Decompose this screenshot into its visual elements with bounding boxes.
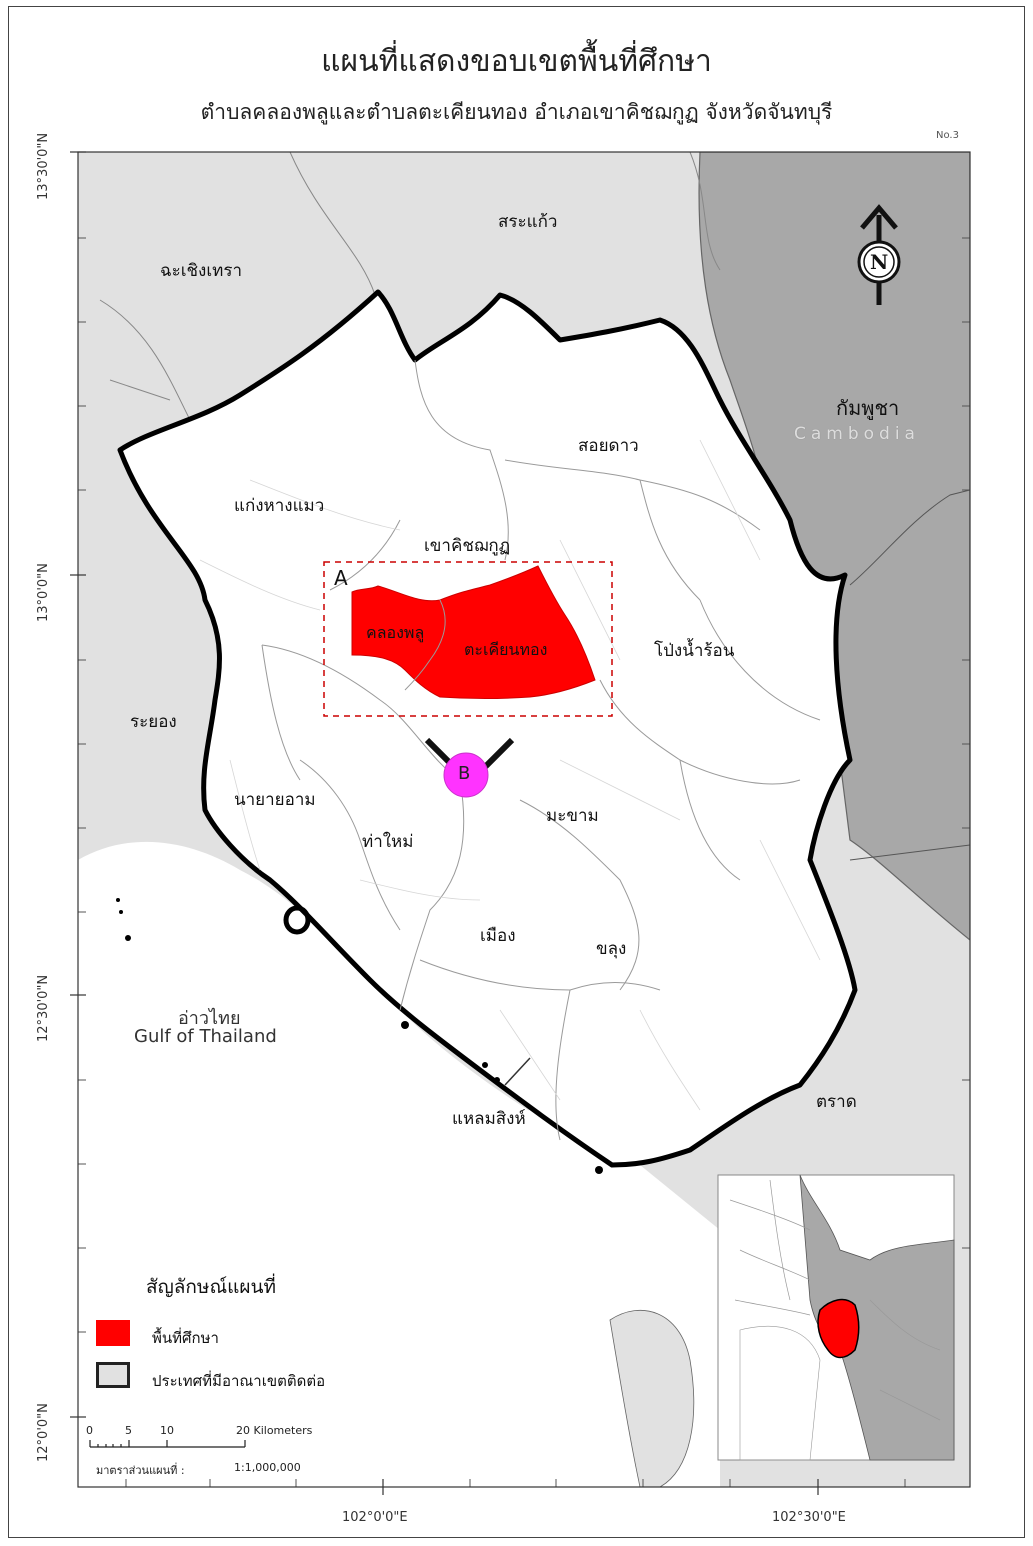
label-makham: มะขาม <box>546 806 599 826</box>
legend-label-neighbor: ประเทศที่มีอาณาเขตติดต่อ <box>152 1372 326 1390</box>
legend-label-study-area: พื้นที่ศึกษา <box>152 1329 219 1347</box>
cambodia-border-line-2 <box>849 844 970 861</box>
label-laem-sing: แหลมสิงห์ <box>452 1109 526 1129</box>
label-khlung: ขลุง <box>596 939 627 959</box>
label-cambodia-th: กัมพูชา <box>836 396 900 420</box>
map-title: แผนที่แสดงขอบเขตพื้นที่ศึกษา <box>321 44 712 79</box>
extent-box-a <box>323 561 613 717</box>
marker-b-line-right <box>481 737 515 771</box>
scale-bar <box>89 1440 246 1448</box>
label-chachoengsao: ฉะเชิงเทรา <box>160 261 243 281</box>
scale-ratio-label: มาตราส่วนแผนที่ : <box>96 1464 185 1477</box>
map-neatline <box>77 151 971 1488</box>
lat-label-12-30: 12°30'0"N <box>36 974 51 1042</box>
subdistrict-boundaries <box>199 439 821 1111</box>
study-area <box>351 565 596 699</box>
neighbor-boundaries <box>99 152 721 421</box>
label-trat: ตราด <box>816 1092 857 1112</box>
district-boundaries <box>261 359 821 1141</box>
legend-swatch-neighbor <box>96 1362 130 1388</box>
lat-label-12-0: 12°0'0"N <box>36 1403 51 1462</box>
scale-tick-20: 20 Kilometers <box>236 1424 313 1437</box>
scale-tick-10: 10 <box>160 1424 174 1437</box>
north-letter: N <box>870 250 889 274</box>
label-soi-dao: สอยดาว <box>578 436 639 456</box>
north-arrow <box>857 204 901 305</box>
label-sa-kaeo: สระแก้ว <box>498 212 558 232</box>
inset-map <box>717 1174 955 1461</box>
map-subtitle: ตำบลคลองพลูและตำบลตะเคียนทอง อำเภอเขาคิช… <box>200 100 833 124</box>
coastal-islands <box>116 898 603 1174</box>
scale-tick-5: 5 <box>125 1424 132 1437</box>
label-na-yai-am: นายายอาม <box>234 790 316 810</box>
graticule-ticks <box>78 237 970 1487</box>
map-frame <box>8 6 1025 1538</box>
legend-title: สัญลักษณ์แผนที่ <box>146 1276 276 1298</box>
label-kaeng-hang-maeo: แก่งหางแมว <box>234 496 325 516</box>
chanthaburi-province <box>117 289 858 1168</box>
marker-b-circle <box>443 752 489 798</box>
label-gulf-en: Gulf of Thailand <box>134 1026 277 1047</box>
map-number: No.3 <box>936 130 959 141</box>
lat-label-13-30: 13°30'0"N <box>36 132 51 200</box>
scale-tick-0: 0 <box>86 1424 93 1437</box>
label-marker-a: A <box>334 566 348 590</box>
label-rayong: ระยอง <box>130 712 177 732</box>
cambodia-border-line <box>849 489 970 586</box>
laem-sing-pointer <box>504 1057 531 1086</box>
study-area-inner-boundary <box>404 599 446 691</box>
label-cambodia-en: Cambodia <box>794 424 920 444</box>
label-mueang: เมือง <box>480 926 516 946</box>
label-tha-mai: ท่าใหม่ <box>362 832 414 852</box>
scale-ratio: 1:1,000,000 <box>234 1461 301 1474</box>
label-takhian-thong: ตะเคียนทอง <box>464 640 548 659</box>
label-pong-nam-ron: โป่งน้ำร้อน <box>654 641 735 661</box>
label-marker-b: B <box>458 763 471 784</box>
label-gulf-th: อ่าวไทย <box>178 1008 241 1029</box>
lon-label-102-0: 102°0'0"E <box>342 1510 408 1525</box>
label-khlong-phlu: คลองพลู <box>366 623 425 642</box>
lon-label-102-30: 102°30'0"E <box>772 1510 846 1525</box>
legend-swatch-study-area <box>96 1320 130 1346</box>
label-khao-khitchakut: เขาคิชฌกูฏ <box>424 536 511 556</box>
lat-label-13-0: 13°0'0"N <box>36 563 51 622</box>
island <box>609 1309 695 1487</box>
